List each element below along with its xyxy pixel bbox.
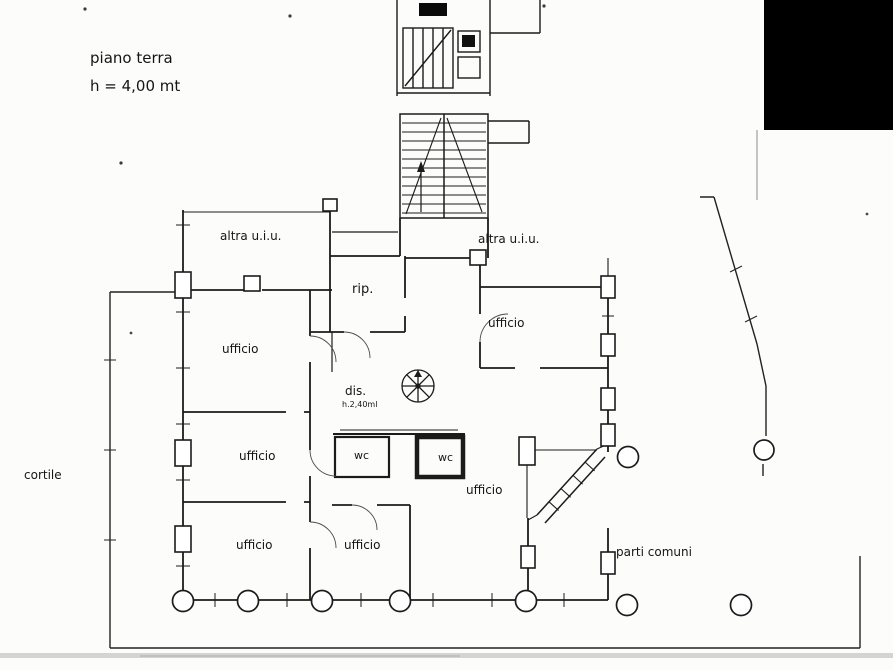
height-note: h = 4,00 mt bbox=[90, 77, 180, 95]
building-walls bbox=[176, 202, 614, 607]
plan-labels: piano terra h = 4,00 mt altra u.i.u. alt… bbox=[24, 49, 692, 559]
spiral-staircase bbox=[401, 369, 435, 403]
service-stair bbox=[396, 0, 541, 96]
label-altra-uiu-left: altra u.i.u. bbox=[220, 229, 281, 243]
wall-pilasters bbox=[174, 198, 616, 575]
label-ufficio-bottom-mid: ufficio bbox=[344, 538, 380, 552]
label-wc-right: wc bbox=[438, 451, 453, 464]
label-ufficio-left-top: ufficio bbox=[222, 342, 258, 356]
label-parti-comuni: parti comuni bbox=[616, 545, 692, 559]
columns bbox=[171, 439, 775, 617]
scan-artifacts bbox=[0, 4, 893, 658]
label-cortile: cortile bbox=[24, 468, 62, 482]
outer-boundary bbox=[104, 196, 861, 649]
main-staircase bbox=[399, 113, 530, 219]
label-ufficio-left-mid: ufficio bbox=[239, 449, 275, 463]
label-dis: dis. bbox=[345, 384, 366, 398]
label-ufficio-center: ufficio bbox=[466, 483, 502, 497]
label-ufficio-left-bottom: ufficio bbox=[236, 538, 272, 552]
scan-black-block bbox=[764, 0, 893, 130]
door-arcs bbox=[309, 313, 509, 549]
label-altra-uiu-right: altra u.i.u. bbox=[478, 232, 539, 246]
page-title: piano terra bbox=[90, 49, 173, 67]
entrance-pillar bbox=[518, 436, 536, 466]
label-ufficio-top-right: ufficio bbox=[488, 316, 524, 330]
label-rip: rip. bbox=[352, 282, 373, 297]
label-wc-left: wc bbox=[354, 449, 369, 462]
label-dis-height: h.2,40ml bbox=[342, 400, 377, 409]
